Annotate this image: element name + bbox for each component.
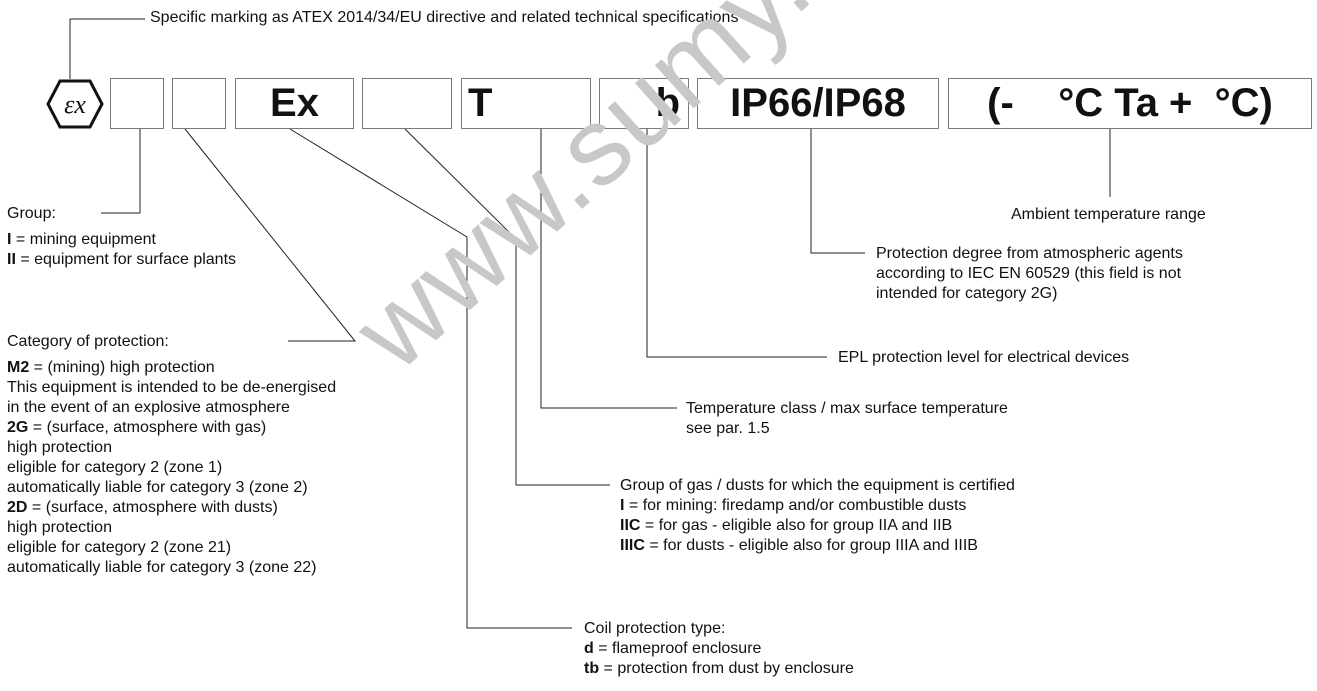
gas-group-item: IIIC = for dusts - eligible also for gro… — [620, 537, 978, 554]
epl-label: EPL protection level for electrical devi… — [838, 349, 1130, 366]
svg-text:εx: εx — [64, 90, 86, 119]
marking-box-gas-group — [362, 78, 452, 129]
coil-title: Coil protection type: — [584, 620, 726, 637]
category-line: high protection — [7, 439, 112, 456]
coil-item: tb = protection from dust by enclosure — [584, 660, 854, 677]
category-line: automatically liable for category 3 (zon… — [7, 559, 317, 576]
category-title: Category of protection: — [7, 333, 169, 350]
category-line: eligible for category 2 (zone 21) — [7, 539, 232, 556]
gas-group-connector — [404, 128, 610, 486]
protection-degree-line-1: Protection degree from atmospheric agent… — [876, 245, 1183, 262]
temp-class-line-2: see par. 1.5 — [686, 420, 770, 437]
marking-box-temp-class: T — [461, 78, 591, 129]
category-line: This equipment is intended to be de-ener… — [7, 379, 337, 396]
header-note: Specific marking as ATEX 2014/34/EU dire… — [150, 9, 739, 26]
category-m2: M2 = (mining) high protection — [7, 359, 215, 376]
group-item: II = equipment for surface plants — [7, 251, 237, 268]
group-item: I = mining equipment — [7, 231, 156, 248]
category-line: automatically liable for category 3 (zon… — [7, 479, 308, 496]
coil-item: d = flameproof enclosure — [584, 640, 762, 657]
marking-box-ip: IP66/IP68 — [697, 78, 939, 129]
gas-group-item: IIC = for gas - eligible also for group … — [620, 517, 953, 534]
coil-connector — [289, 128, 572, 629]
protection-degree-line-2: according to IEC EN 60529 (this field is… — [876, 265, 1182, 282]
temp-class-connector — [540, 129, 677, 409]
ambient-label: Ambient temperature range — [1011, 206, 1206, 223]
temp-class-line-1: Temperature class / max surface temperat… — [686, 400, 1008, 417]
epl-connector — [646, 129, 827, 358]
group-connector — [101, 129, 141, 214]
category-2d: 2D = (surface, atmosphere with dusts) — [7, 499, 278, 516]
category-2g: 2G = (surface, atmosphere with gas) — [7, 419, 267, 436]
protection-degree-line-3: intended for category 2G) — [876, 285, 1058, 302]
category-line: in the event of an explosive atmosphere — [7, 399, 290, 416]
category-line: eligible for category 2 (zone 1) — [7, 459, 223, 476]
marking-box-category — [172, 78, 226, 129]
group-title: Group: — [7, 205, 56, 222]
ex-hexagon-icon: εx — [46, 79, 104, 129]
marking-box-group — [110, 78, 164, 129]
marking-box-epl: b — [599, 78, 689, 129]
category-line: high protection — [7, 519, 112, 536]
gas-group-item: I = for mining: firedamp and/or combusti… — [620, 497, 967, 514]
header-connector — [69, 18, 145, 79]
marking-box-ex: Ex — [235, 78, 354, 129]
protection-degree-connector — [810, 129, 865, 254]
category-connector — [184, 128, 357, 342]
marking-box-ambient: (- °C Ta + °C) — [948, 78, 1312, 129]
gas-group-title: Group of gas / dusts for which the equip… — [620, 477, 1015, 494]
